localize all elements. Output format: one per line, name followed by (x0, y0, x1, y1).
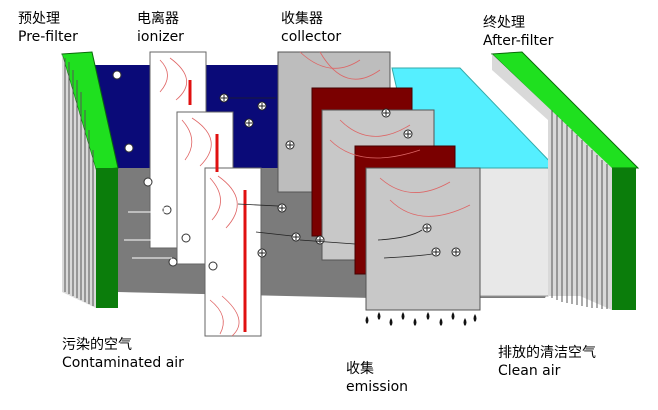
ionizer-panels (149, 51, 262, 337)
label-outlet-en: Clean air (498, 363, 561, 379)
label-ionizer: 电离器 ionizer (137, 10, 184, 46)
pre-filter (61, 51, 119, 308)
particle-trails (124, 207, 172, 259)
label-outlet-zh: 排放的清洁空气 (498, 345, 596, 361)
label-emission-en: emission (346, 379, 409, 395)
charged-particles (219, 93, 461, 258)
label-outlet: 排放的清洁空气 Clean air (498, 344, 596, 380)
label-pre-filter-zh: 预处理 (18, 11, 60, 27)
label-after-filter-zh: 终处理 (483, 15, 525, 31)
label-after-filter: 终处理 After-filter (483, 14, 553, 50)
label-ionizer-en: ionizer (137, 29, 184, 45)
label-collector-en: collector (281, 29, 342, 45)
ionizer-panel-3 (204, 167, 262, 337)
collector-plates (277, 51, 481, 311)
label-pre-filter: 预处理 Pre-filter (18, 10, 78, 46)
label-ionizer-zh: 电离器 (137, 11, 179, 27)
after-filter (490, 51, 640, 310)
charged-particle-signs (221, 95, 459, 256)
label-after-filter-en: After-filter (483, 33, 554, 49)
collector-plate-5 (365, 167, 481, 311)
label-emission-zh: 收集 (346, 361, 374, 377)
label-collector-zh: 收集器 (281, 11, 323, 27)
label-inlet-zh: 污染的空气 (62, 337, 132, 353)
charged-trails (230, 97, 433, 259)
label-inlet-en: Contaminated air (62, 355, 184, 371)
emission-drops (365, 312, 477, 326)
label-inlet: 污染的空气 Contaminated air (62, 336, 184, 372)
label-pre-filter-en: Pre-filter (18, 29, 78, 45)
label-emission: 收集 emission (346, 360, 408, 396)
label-collector: 收集器 collector (281, 10, 341, 46)
